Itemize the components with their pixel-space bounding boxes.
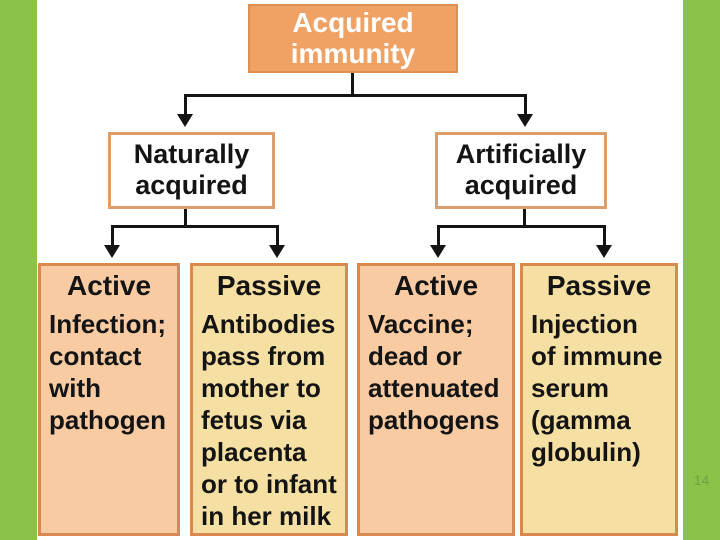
connector-root-hbar [184, 94, 527, 97]
left-green-strip [0, 0, 37, 540]
arrowhead-to-artificial-passive [596, 245, 612, 258]
arrowhead-to-artificial-active [430, 245, 446, 258]
leaf-title: Passive [546, 270, 652, 301]
connector-natural-left-drop [111, 227, 114, 245]
connector-natural-right-drop [276, 227, 279, 245]
arrowhead-to-artificially-acquired [517, 114, 533, 127]
right-green-strip [683, 0, 720, 540]
arrowhead-to-natural-passive [269, 245, 285, 258]
leaf-title: Active [393, 270, 479, 301]
connector-artificial-left-drop [437, 227, 440, 245]
slide-number: 14 [693, 472, 710, 488]
arrowhead-to-natural-active [104, 245, 120, 258]
connector-natural-stem [184, 209, 187, 227]
leaf-title: Passive [216, 270, 322, 301]
connector-natural-hbar [111, 225, 279, 228]
leaf-title: Active [66, 270, 152, 301]
arrowhead-to-naturally-acquired [177, 114, 193, 127]
connector-artificial-stem [523, 209, 526, 227]
connector-root-stem [351, 73, 354, 96]
connector-root-right-drop [524, 96, 527, 115]
connector-artificial-hbar [437, 225, 606, 228]
connector-root-left-drop [184, 96, 187, 115]
connector-artificial-right-drop [603, 227, 606, 245]
